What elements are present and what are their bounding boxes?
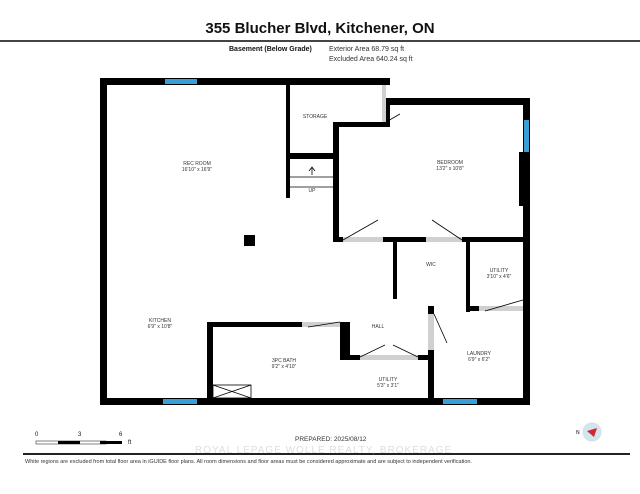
scale-tick: 3 xyxy=(78,432,82,438)
walls xyxy=(100,78,530,405)
stairs-up-label: UP xyxy=(308,188,316,194)
window xyxy=(165,79,197,84)
window xyxy=(524,120,529,152)
prepared-date: PREPARED: 2025/08/12 xyxy=(295,436,367,443)
door-openings xyxy=(302,85,523,360)
room-hall: HALL xyxy=(371,324,385,330)
window xyxy=(163,399,197,404)
room-storage: STORAGE xyxy=(302,114,328,120)
svg-text:N: N xyxy=(576,430,580,436)
window xyxy=(443,399,477,404)
scale-tick: 0 xyxy=(35,432,39,438)
exterior-area: Exterior Area 68.79 sq ft xyxy=(329,46,405,53)
divider xyxy=(23,453,630,455)
scale-tick: 6 xyxy=(119,432,123,438)
excluded-area: Excluded Area 640.24 sq ft xyxy=(329,56,413,63)
watermark: ROYAL LEPAGE WOLLE REALTY, BROKERAGE xyxy=(195,445,453,456)
compass-icon: N xyxy=(576,422,602,442)
disclaimer-note: White regions are excluded from total fl… xyxy=(25,459,472,465)
scale-bar-icon xyxy=(35,440,122,445)
door-swings xyxy=(212,113,524,399)
scale-unit: ft xyxy=(128,440,132,446)
level-label: Basement (Below Grade) xyxy=(229,46,312,53)
room-wic: WIC xyxy=(426,262,436,268)
divider xyxy=(0,40,640,42)
page-title: 355 Blucher Blvd, Kitchener, ON xyxy=(205,20,435,37)
windows xyxy=(163,79,529,404)
